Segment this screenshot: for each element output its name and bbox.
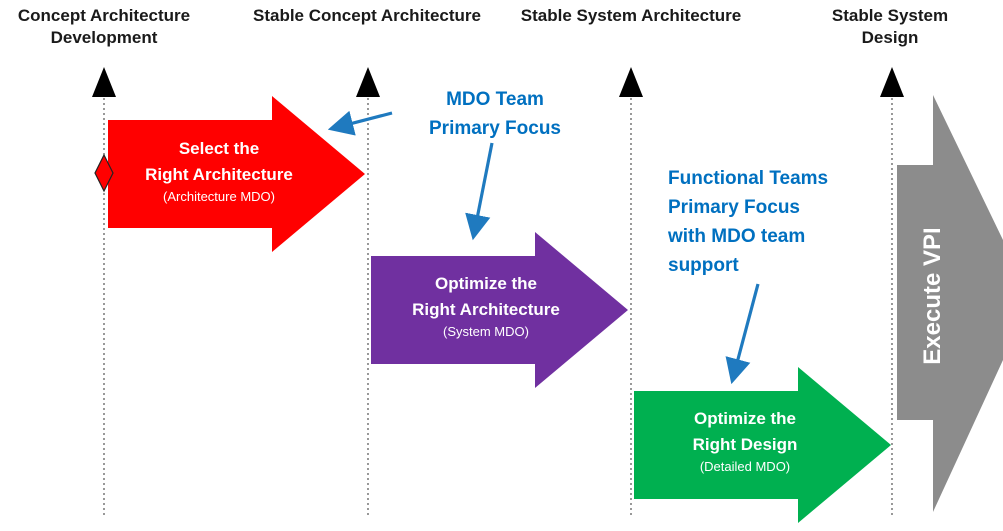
milestone-label-stable-design: Stable System Design <box>812 5 968 49</box>
decision-diamond <box>94 153 114 193</box>
phase-title: Select the <box>178 139 260 158</box>
phase-label-optimize-design: Optimize the Right Design (Detailed MDO) <box>634 406 856 476</box>
note-line: Functional Teams <box>668 168 829 189</box>
execute-vpi-arrow <box>897 95 1003 512</box>
milestone-marker-stable-design <box>880 67 904 97</box>
phase-title: Optimize the <box>434 274 537 293</box>
callout-arrow-mdo-to-select <box>327 110 393 136</box>
callout-arrow-functional-to-design <box>725 283 760 385</box>
phase-label-optimize-arch: Optimize the Right Architecture (System … <box>371 271 601 341</box>
milestone-label-line: Development <box>50 28 158 47</box>
note-line: support <box>668 255 739 276</box>
phase-subtitle: (Architecture MDO) <box>163 189 275 204</box>
phase-arrow-select <box>108 96 365 252</box>
phase-title: Optimize the <box>693 409 796 428</box>
phase-subtitle: (System MDO) <box>443 324 529 339</box>
phase-title: Right Architecture <box>412 300 560 319</box>
milestone-label-line: Stable System <box>831 6 949 25</box>
milestone-label-line: Stable System Architecture <box>520 6 742 25</box>
note-functional-teams: Functional Teams Primary Focus with MDO … <box>668 164 868 280</box>
milestone-label-line: Concept Architecture <box>17 6 191 25</box>
phase-title: Right Architecture <box>145 165 293 184</box>
callout-arrow-mdo-to-optimize <box>465 142 494 241</box>
milestone-marker-stable-concept <box>356 67 380 97</box>
phase-arrow-optimize-arch <box>371 232 628 388</box>
note-line: Primary Focus <box>429 118 561 139</box>
milestone-label-line: Design <box>861 28 919 47</box>
note-line: with MDO team <box>668 226 806 247</box>
note-line: MDO Team <box>446 89 544 110</box>
phase-title: Right Design <box>692 435 798 454</box>
milestone-label-stable-system-arch: Stable System Architecture <box>500 5 762 27</box>
note-mdo-team: MDO Team Primary Focus <box>410 85 580 143</box>
milestone-label-concept-dev: Concept Architecture Development <box>8 5 200 49</box>
milestone-marker-stable-system-arch <box>619 67 643 97</box>
milestone-label-line: Stable Concept Architecture <box>253 6 481 25</box>
execute-vpi-label: Execute VPI <box>919 227 946 365</box>
note-line: Primary Focus <box>668 197 800 218</box>
milestone-label-stable-concept: Stable Concept Architecture <box>232 5 502 27</box>
phase-arrow-optimize-design <box>634 367 891 523</box>
phase-subtitle: (Detailed MDO) <box>699 459 791 474</box>
phase-label-select: Select the Right Architecture (Architect… <box>108 136 330 206</box>
milestone-marker-concept-dev <box>92 67 116 97</box>
